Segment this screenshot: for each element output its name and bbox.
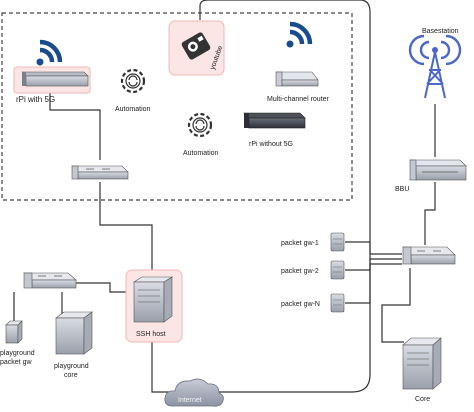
gw1-label: packet gw-1 bbox=[281, 240, 319, 247]
router-label: Multi-channel router bbox=[267, 96, 330, 103]
server-icon bbox=[402, 337, 442, 390]
rpi-with-5g-node: rPi with 5G bbox=[13, 66, 91, 104]
wifi-icon bbox=[36, 39, 63, 66]
playground-core-label-2: core bbox=[64, 372, 78, 379]
server-icon bbox=[55, 311, 93, 355]
bbu-label: BBU bbox=[395, 186, 409, 193]
server-icon bbox=[132, 276, 174, 323]
server-icon bbox=[330, 232, 345, 252]
rpi-no5g-label: rPi without 5G bbox=[249, 141, 293, 148]
automation-1-label: Automation bbox=[115, 106, 151, 113]
youtube-node: youtube bbox=[168, 20, 225, 76]
router-icon bbox=[275, 71, 319, 87]
automation-2-label: Automation bbox=[183, 150, 219, 157]
core-label: Core bbox=[415, 396, 430, 403]
lab-boundary bbox=[1, 12, 353, 201]
switch-icon bbox=[402, 246, 456, 265]
camera-icon bbox=[181, 32, 211, 60]
gw2-label: packet gw-2 bbox=[281, 268, 319, 275]
switch-icon bbox=[23, 272, 77, 289]
internet-label: Internet bbox=[178, 397, 202, 404]
router-icon bbox=[21, 71, 89, 87]
gear-icon bbox=[187, 112, 213, 138]
switch-icon bbox=[71, 165, 129, 180]
ssh-host-node: SSH host bbox=[125, 269, 183, 343]
cloud-icon bbox=[164, 378, 224, 407]
basestation-label: Basestation bbox=[422, 28, 459, 35]
server-icon bbox=[330, 293, 345, 313]
playground-gw-label-1: playground bbox=[0, 350, 35, 357]
playground-gw-label-2: packet gw bbox=[0, 359, 32, 366]
router-icon bbox=[243, 112, 306, 129]
rpi-5g-label: rPi with 5G bbox=[16, 95, 55, 104]
server-icon bbox=[330, 260, 345, 280]
gear-icon bbox=[120, 68, 146, 94]
gwn-label: packet gw-N bbox=[281, 301, 320, 308]
ssh-host-label: SSH host bbox=[136, 331, 166, 338]
connections bbox=[13, 0, 436, 393]
tower-icon bbox=[408, 34, 462, 99]
router-icon bbox=[409, 159, 467, 181]
server-icon bbox=[5, 320, 23, 344]
wifi-icon bbox=[286, 21, 313, 48]
playground-core-label-1: playground bbox=[54, 363, 89, 370]
